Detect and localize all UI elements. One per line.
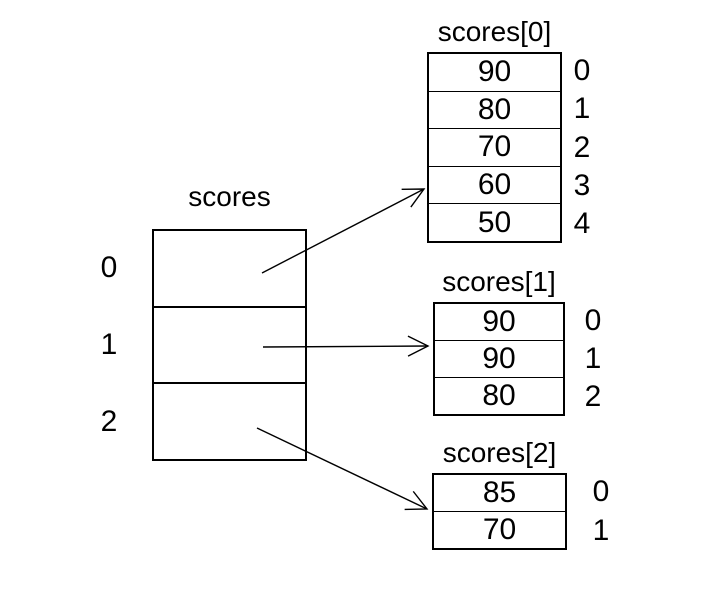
main-array-index-1: 1 — [100, 327, 118, 361]
subarray-0-index-4: 4 — [573, 206, 591, 240]
subarray-0-index-3: 3 — [573, 168, 591, 202]
subarray-0-index-1: 1 — [573, 92, 591, 126]
subarray-2-value-0: 85 — [482, 476, 517, 509]
subarray-1-index-0: 0 — [584, 304, 602, 337]
main-array-pointer-cell-0 — [154, 231, 305, 306]
subarray-1-value-0: 90 — [482, 305, 516, 338]
subarray-2-value-1: 70 — [434, 511, 565, 548]
main-array-pointer-cell-2 — [154, 382, 305, 459]
main-array-pointer-cell-1 — [154, 305, 305, 383]
subarray-1-index-1: 1 — [584, 342, 602, 375]
subarray-1-index-2: 2 — [584, 380, 602, 413]
subarray-0-value-1: 80 — [429, 90, 560, 129]
subarray-0-value-0: 90 — [477, 55, 512, 89]
subarray-2-box: 85 70 — [432, 473, 567, 550]
subarray-0-index-column: 0 1 2 3 4 — [564, 52, 600, 243]
subarray-0-title: scores[0] — [437, 16, 552, 47]
subarray-2-title: scores[2] — [442, 437, 557, 468]
subarray-1-value-2: 80 — [435, 377, 563, 414]
subarray-1-box: 90 90 80 — [433, 302, 565, 416]
subarray-1-title: scores[1] — [442, 266, 556, 297]
main-array-index-0: 0 — [100, 250, 118, 284]
main-array-index-2: 2 — [100, 405, 118, 439]
main-array-index-column: 0 1 2 — [88, 229, 130, 461]
subarray-2-index-column: 0 1 — [584, 473, 618, 550]
subarray-1-index-column: 0 1 2 — [576, 302, 610, 416]
subarray-0-value-3: 60 — [429, 165, 560, 204]
subarray-2-index-1: 1 — [592, 513, 610, 547]
subarray-0-index-2: 2 — [573, 130, 591, 164]
main-array-box — [152, 229, 307, 461]
subarray-1-value-1: 90 — [435, 340, 563, 377]
subarray-0-value-2: 70 — [429, 128, 560, 166]
subarray-0-value-4: 50 — [429, 203, 560, 241]
subarray-0-index-0: 0 — [573, 54, 591, 88]
main-array-title: scores — [188, 181, 271, 212]
subarray-0-box: 90 80 70 60 50 — [427, 52, 562, 243]
subarray-2-index-0: 0 — [592, 475, 610, 509]
